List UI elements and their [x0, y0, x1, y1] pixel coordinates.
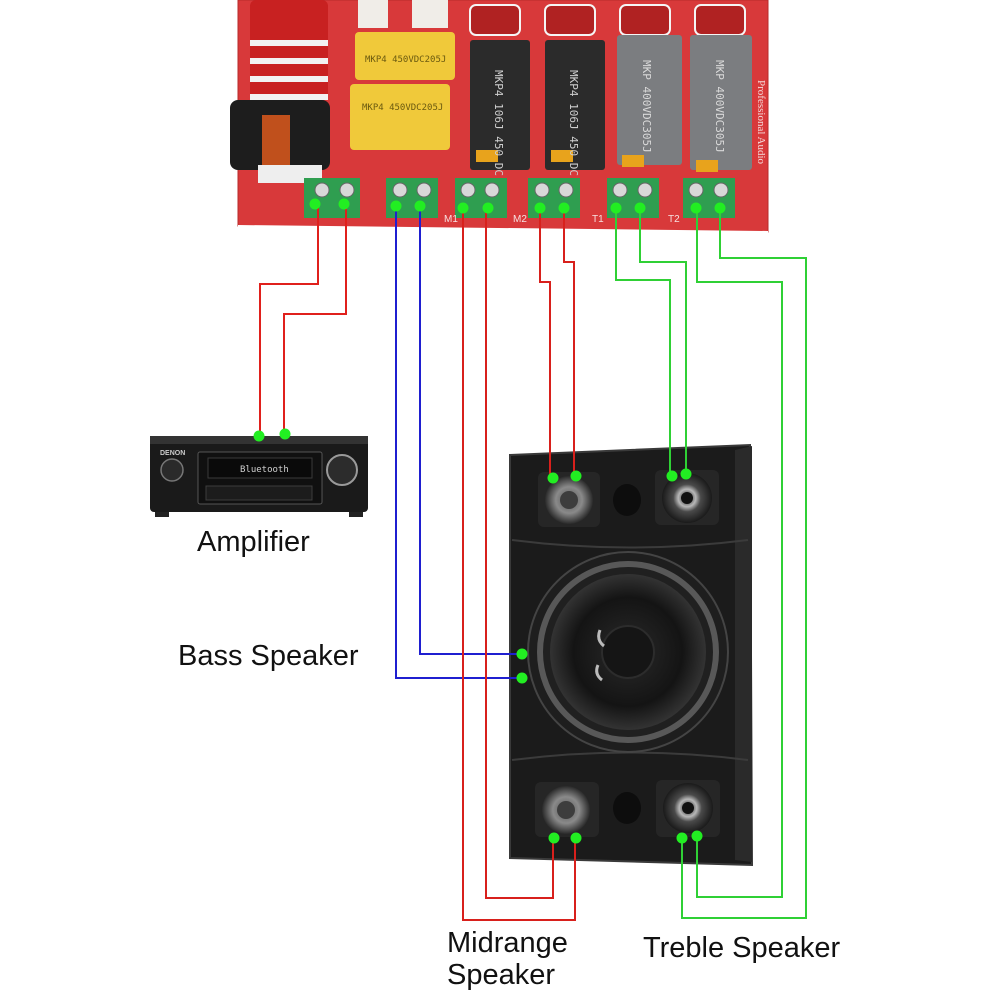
wire-treble-3 [696, 208, 783, 898]
speaker-cabinet [509, 443, 754, 867]
terminal-input [304, 178, 360, 218]
wire-bass-2 [419, 206, 522, 655]
midrange-driver-top [538, 472, 600, 527]
capacitor-yellow-2: MKP4 450VDC205J [350, 84, 450, 150]
capacitor-label: MKP4 450VDC205J [365, 55, 446, 65]
bass-port-top [613, 484, 641, 516]
wire-treble-2 [639, 208, 687, 474]
terminal-mark-m2: M2 [513, 214, 527, 225]
capacitor-label: MKP 400VDC305J [640, 60, 653, 153]
amp-display-text: Bluetooth [240, 465, 289, 475]
capacitor-label: MKP4 106J 450 DC [492, 70, 505, 176]
capacitor-grey-1: MKP 400VDC305J [617, 4, 682, 167]
midrange-speaker-label-line2: Speaker [447, 959, 556, 991]
bass-port-bottom [613, 792, 641, 824]
board-brand: Professional Audio [755, 80, 767, 165]
capacitor-grey-2: MKP 400VDC305J [690, 4, 752, 172]
wire-mid-3 [462, 208, 576, 921]
treble-driver-top [655, 470, 719, 525]
wire-bass-1 [395, 206, 522, 679]
capacitor-black-1: MKP4 106J 450 DC [469, 4, 530, 176]
amp-brand: DENON [160, 450, 185, 457]
capacitor-label: MKP4 106J 450 DC [567, 70, 580, 176]
wire-treble-4 [681, 208, 807, 919]
wire-treble-1 [615, 208, 671, 474]
terminal-mark-t2: T2 [668, 214, 680, 225]
amplifier-unit: Bluetooth DENON [150, 436, 368, 517]
terminal-mark-t1: T1 [592, 214, 604, 225]
wire-mid-2 [563, 208, 575, 476]
capacitor-label: MKP4 450VDC205J [362, 103, 443, 113]
bass-woofer [527, 551, 729, 753]
terminal-mid-2 [528, 178, 580, 218]
treble-driver-bottom [656, 780, 720, 837]
midrange-speaker-label: Midrange [447, 927, 568, 959]
capacitor-black-2: MKP4 106J 450 DC [544, 4, 605, 176]
amplifier-label: Amplifier [197, 526, 310, 558]
amp-volume-knob [326, 454, 358, 486]
wires [259, 204, 807, 921]
capacitor-yellow-1: MKP4 450VDC205J [355, 32, 455, 80]
terminal-mark-m1: M1 [444, 214, 458, 225]
wire-amp-1 [259, 204, 319, 436]
wire-amp-2 [283, 204, 347, 436]
midrange-driver-bottom [535, 782, 599, 837]
wire-mid-4 [485, 208, 554, 899]
capacitor-label: MKP 400VDC305J [713, 60, 726, 153]
treble-speaker-label: Treble Speaker [643, 932, 841, 964]
terminal-bass [386, 178, 438, 218]
wire-mid-1 [539, 208, 551, 476]
amp-display [207, 457, 313, 479]
connection-dots [253, 198, 726, 844]
crossover-board: MKP4 450VDC205J MKP4 450VDC205J MKP4 106… [230, 0, 769, 233]
bass-speaker-label: Bass Speaker [178, 640, 359, 672]
terminal-treble-2 [683, 178, 735, 218]
amp-power-knob [160, 458, 184, 482]
